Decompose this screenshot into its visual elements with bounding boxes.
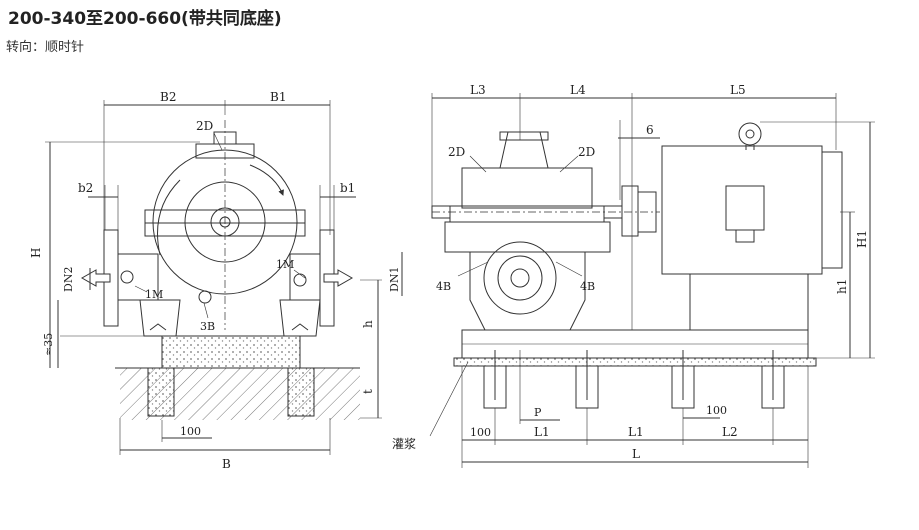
left-view [45,100,403,455]
concrete-pad [161,335,301,369]
callout-1M-left: 1M [145,288,163,301]
foot-left [139,299,181,337]
terminal-box [725,185,765,231]
dim-label-100-left: 100 [470,426,491,439]
grout-layer [453,357,817,367]
rotation-arrow [249,164,284,196]
dim-label-h1: h1 [835,279,849,294]
foundation-block-left [147,367,175,417]
foot-right [279,299,321,337]
dim-label-L1b: L1 [628,425,644,439]
dim-label-6: 6 [646,123,654,137]
motor [661,145,823,275]
dim-label-P: P [534,406,542,419]
foundation-block-right [287,367,315,417]
flow-arrow-right [323,269,354,287]
dim-label-100-mid: 100 [706,404,727,417]
dim-label-b2: b2 [78,181,93,195]
callout-2D-right: 2D [578,145,595,159]
coupling [621,185,639,237]
suction-volute [483,241,557,315]
left-view-labels: B2 B1 2D b2 b1 H DN2 DN1 1M 1M 3B h t ≈3… [29,90,401,471]
right-view [429,93,875,468]
dim-label-L5: L5 [730,83,746,97]
dim-label-L4: L4 [570,83,586,97]
motor-stand [689,273,809,331]
dim-label-H1: H1 [855,230,869,248]
pump-upper-casing [461,167,593,209]
dim-label-L1a: L1 [534,425,550,439]
dim-label-B: B [222,457,231,471]
callout-2D: 2D [196,119,213,133]
discharge-nozzle [499,131,549,169]
lifting-eye [738,122,762,146]
dim-label-b1: b1 [340,181,355,195]
dim-label-B2: B2 [160,90,176,104]
flow-arrow-left [80,269,111,287]
pump-casing [152,149,298,295]
dim-label-35: ≈35 [42,333,55,356]
callout-2D-left: 2D [448,145,465,159]
dim-label-H: H [29,248,43,258]
callout-4B-right: 4B [580,280,595,293]
dim-label-L: L [632,447,640,461]
dim-label-L2: L2 [722,425,738,439]
dim-label-100: 100 [180,425,201,438]
discharge-nozzle-right [289,253,321,301]
callout-3B: 3B [200,320,215,333]
right-view-labels: L3 L4 L5 6 2D 2D 4B 4B H1 h1 P 100 100 L… [392,83,869,461]
rotation-note: 转向：顺时针 [6,40,85,55]
pump-lower-casing [444,221,611,253]
dim-label-t: t [361,389,375,394]
dim-label-B1: B1 [270,90,286,104]
callout-4B-left: 4B [436,280,451,293]
dim-label-L3: L3 [470,83,486,97]
suction-nozzle-left [117,253,159,301]
dim-label-DN1: DN1 [388,267,401,292]
callout-1M-right: 1M [276,258,294,271]
drain-boss [198,290,212,304]
dim-label-h: h [361,320,375,328]
callout-grout: 灌浆 [392,436,416,451]
dim-label-DN2: DN2 [62,267,75,292]
page-title: 200-340至200-660(带共同底座) [8,9,282,29]
